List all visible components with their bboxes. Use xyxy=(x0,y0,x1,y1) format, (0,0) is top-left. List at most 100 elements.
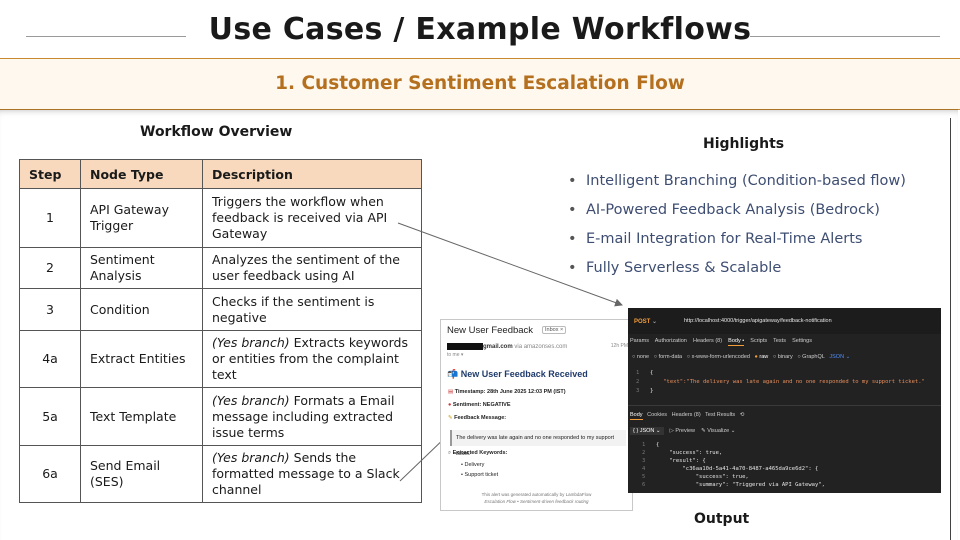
tab-headers[interactable]: Headers (8) xyxy=(693,338,723,344)
response-tabs: Body Cookies Headers (8) Test Results ⟲ xyxy=(630,412,745,420)
description-cell: (Yes branch) Sends the formatted message… xyxy=(202,445,422,503)
radio-binary[interactable]: ○ binary xyxy=(772,354,793,360)
sender-domain: gmail.com xyxy=(483,344,513,351)
tab-body[interactable]: Body • xyxy=(728,338,745,346)
code-text: } xyxy=(650,388,654,394)
highlight-text: Fully Serverless & Scalable xyxy=(586,260,782,276)
radio-label: none xyxy=(636,354,650,360)
code-line: 1{ xyxy=(642,442,660,448)
tab-params[interactable]: Params xyxy=(630,338,649,344)
page-title: Use Cases / Example Workflows xyxy=(208,12,752,47)
radio-label: raw xyxy=(759,354,769,360)
tab-settings[interactable]: Settings xyxy=(792,338,812,344)
bullet-icon: • xyxy=(568,173,577,189)
email-sender: gmail.com via amazonses.com xyxy=(447,343,567,350)
highlights-title: Highlights xyxy=(703,136,785,152)
email-heading: 📬 New User Feedback Received xyxy=(447,369,588,380)
code-line: 2 "success": true, xyxy=(642,450,723,456)
workflow-overview-title: Workflow Overview xyxy=(140,124,293,140)
section-subtitle: 1. Customer Sentiment Escalation Flow xyxy=(275,73,685,94)
highlight-item: •E-mail Integration for Real-Time Alerts xyxy=(568,228,906,257)
description-text: Formats a Email message including extrac… xyxy=(212,392,395,440)
response-controls: { } JSON ⌄ ▷ Preview ✎ Visualize ⌄ xyxy=(630,427,736,435)
email-time: 12h PM xyxy=(610,343,628,349)
tab-tests[interactable]: Tests xyxy=(773,338,786,344)
search-icon: ⌕ xyxy=(448,450,452,456)
radio-label: GraphQL xyxy=(802,354,825,360)
email-feedback-label: ✎ Feedback Message: xyxy=(448,415,506,421)
radio-label: binary xyxy=(777,354,793,360)
radio-graphql[interactable]: ○ GraphQL xyxy=(797,354,825,360)
feedback-label-text: Feedback Message: xyxy=(454,415,507,421)
keyword-text: Delivery xyxy=(464,462,485,468)
code-text: { xyxy=(656,442,660,448)
redacted-block xyxy=(447,343,483,350)
description-cell: Triggers the workflow when feedback is r… xyxy=(202,188,422,248)
email-subject: New User Feedback xyxy=(447,325,534,336)
highlight-text: Intelligent Branching (Condition-based f… xyxy=(586,173,906,189)
note-icon: ✎ xyxy=(448,415,453,421)
email-keywords-label: ⌕ Extracted Keywords: xyxy=(448,450,507,457)
table-row: 6a Send Email (SES) (Yes branch) Sends t… xyxy=(19,445,422,503)
tab-cookies[interactable]: Cookies xyxy=(647,412,668,418)
code-text: "text":"The delivery was late again and … xyxy=(663,379,925,385)
format-select[interactable]: JSON ⌄ xyxy=(829,354,851,360)
email-footer-line: This alert was generated automatically b… xyxy=(481,492,592,497)
col-desc-header: Description xyxy=(202,159,422,189)
highlight-text: AI-Powered Feedback Analysis (Bedrock) xyxy=(586,202,880,218)
description-text: Analyzes the sentiment of the user feedb… xyxy=(212,252,400,283)
history-icon[interactable]: ⟲ xyxy=(739,412,745,418)
body-type-options: ○ none ○ form-data ○ x-www-form-urlencod… xyxy=(632,354,850,360)
branch-tag: (Yes branch) xyxy=(212,392,290,408)
tab-test-results[interactable]: Test Results xyxy=(705,412,736,418)
step-cell: 3 xyxy=(19,288,81,331)
workflow-table: Step Node Type Description 1 API Gateway… xyxy=(19,159,422,503)
radio-none[interactable]: ○ none xyxy=(632,354,650,360)
branch-tag: (Yes branch) xyxy=(212,450,290,465)
highlight-item: • Intelligent Branching (Condition-based … xyxy=(568,170,906,199)
highlights-list: • Intelligent Branching (Condition-based … xyxy=(568,170,906,286)
code-text: "summary": "Triggered via API Gateway", xyxy=(695,482,825,488)
timestamp-text: Timestamp: 28th June 2025 12:03 PM (IST) xyxy=(454,389,566,395)
table-row: 3 Condition Checks if the sentiment is n… xyxy=(19,288,422,331)
branch-tag: (Yes branch) xyxy=(212,335,290,350)
code-text: "success": true, xyxy=(669,450,723,456)
code-line: 3 "result": { xyxy=(642,458,706,464)
pane-divider xyxy=(628,405,941,406)
step-cell: 4a xyxy=(19,330,81,388)
method-select[interactable]: POST ⌄ xyxy=(634,318,657,325)
sender-via: via amazonses.com xyxy=(514,344,568,351)
feedback-quote: The delivery was late again and no one r… xyxy=(450,430,626,457)
title-rule-left xyxy=(26,36,186,37)
node-type-cell: Sentiment Analysis xyxy=(80,247,203,289)
code-text: "success": true, xyxy=(695,474,749,480)
request-tabs: Params Authorization Headers (8) Body • … xyxy=(630,338,812,346)
bullet-icon: • xyxy=(568,202,577,218)
step-cell: 5a xyxy=(19,387,81,446)
description-cell: Analyzes the sentiment of the user feedb… xyxy=(202,247,422,289)
col-step-header: Step xyxy=(19,159,81,189)
radio-raw[interactable]: ● raw xyxy=(754,354,769,360)
radio-form-data[interactable]: ○ form-data xyxy=(653,354,683,360)
tab-scripts[interactable]: Scripts xyxy=(750,338,768,344)
tab-response-body[interactable]: Body xyxy=(630,412,643,420)
keyword-item: • Delivery xyxy=(461,462,485,468)
code-line: 5 "success": true, xyxy=(642,474,749,480)
code-text: "c36aa10d-5a41-4a70-8487-a465da9ce6d2": … xyxy=(682,466,819,472)
visualize-button[interactable]: ✎ Visualize ⌄ xyxy=(701,428,736,434)
output-label: Output xyxy=(694,511,750,527)
method-label: POST xyxy=(634,319,651,325)
email-sentiment: ● Sentiment: NEGATIVE xyxy=(448,402,511,408)
preview-button[interactable]: ▷ Preview xyxy=(669,428,695,434)
json-format-button[interactable]: { } JSON ⌄ xyxy=(630,427,664,435)
postman-screenshot: POST ⌄ http://localhost:4000/trigger/api… xyxy=(628,308,941,493)
keywords-label-text: Extracted Keywords: xyxy=(452,450,508,456)
url-input[interactable]: http://localhost:4000/trigger/apigateway… xyxy=(684,318,832,324)
code-text: { xyxy=(650,370,654,376)
tab-response-headers[interactable]: Headers (8) xyxy=(671,412,701,418)
mailbox-icon: 📬 xyxy=(447,369,459,379)
radio-urlencoded[interactable]: ○ x-www-form-urlencoded xyxy=(686,354,750,360)
bullet-icon: • xyxy=(568,260,577,276)
table-row: 2 Sentiment Analysis Analyzes the sentim… xyxy=(19,247,422,289)
tab-authorization[interactable]: Authorization xyxy=(654,338,687,344)
